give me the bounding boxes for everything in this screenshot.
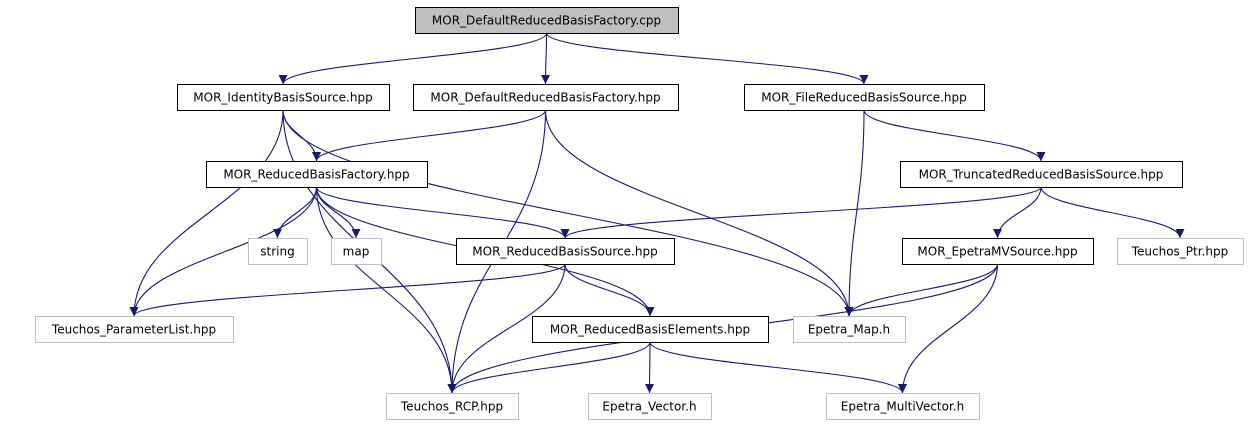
node-elements[interactable]: MOR_ReducedBasisElements.hpp [532,316,769,343]
edge-factory-to-string [273,186,318,239]
node-map: map [331,238,382,265]
node-label-map: map [343,245,370,259]
edges-layer [129,32,1185,394]
edge-defaultfactory-to-factory [312,109,547,162]
node-box-map [331,238,382,265]
node-box-string [248,238,308,265]
node-label-rcp: Teuchos_RCP.hpp [400,400,503,414]
node-box-epetramap [793,316,906,343]
node-filesource[interactable]: MOR_FileReducedBasisSource.hpp [744,84,985,111]
edge-truncated-to-source [560,186,1042,239]
node-label-epetramap: Epetra_Map.h [808,323,890,337]
node-box-epetramv [902,238,1094,265]
node-box-defaultfactory [413,84,679,111]
node-label-source: MOR_ReducedBasisSource.hpp [472,245,657,259]
node-label-defaultfactory: MOR_DefaultReducedBasisFactory.hpp [430,91,660,105]
edge-factory-to-map [315,186,361,239]
edge-truncated-to-epetramv [993,186,1042,239]
node-label-elements: MOR_ReducedBasisElements.hpp [550,323,750,337]
edge-elements-to-vector [645,341,655,394]
edge-identity-to-epetramap [282,109,854,317]
edge-root-to-filesource [545,32,869,85]
edge-epetramv-to-multivector [898,263,999,394]
node-box-rcp [386,393,519,420]
edge-elements-to-multivector [649,341,907,394]
node-label-string: string [260,245,294,259]
edge-identity-to-paramlist [129,109,284,317]
node-label-filesource: MOR_FileReducedBasisSource.hpp [761,91,967,105]
node-label-identity: MOR_IdentityBasisSource.hpp [193,91,372,105]
node-source[interactable]: MOR_ReducedBasisSource.hpp [456,238,675,265]
node-epetramv[interactable]: MOR_EpetraMVSource.hpp [902,238,1094,265]
node-label-root: MOR_DefaultReducedBasisFactory.cpp [432,14,661,28]
edge-source-to-paramlist [129,263,566,317]
node-multivector: Epetra_MultiVector.h [826,393,980,420]
node-root[interactable]: MOR_DefaultReducedBasisFactory.cpp [415,7,679,34]
node-box-identity [177,84,390,111]
node-label-teuchosptr: Teuchos_Ptr.hpp [1131,245,1229,259]
node-box-filesource [744,84,985,111]
node-box-truncated [900,161,1183,188]
node-epetramap: Epetra_Map.h [793,316,906,343]
edge-root-to-defaultfactory [541,32,551,85]
node-rcp: Teuchos_RCP.hpp [386,393,519,420]
node-box-vector [588,393,712,420]
edge-truncated-to-teuchosptr [1040,186,1185,239]
node-box-factory [206,161,428,188]
node-identity[interactable]: MOR_IdentityBasisSource.hpp [177,84,390,111]
node-label-truncated: MOR_TruncatedReducedBasisSource.hpp [919,168,1164,182]
node-box-teuchosptr [1117,238,1244,265]
node-box-multivector [826,393,980,420]
node-string: string [248,238,308,265]
node-label-paramlist: Teuchos_ParameterList.hpp [51,323,216,337]
edge-filesource-to-epetramap [844,109,865,317]
node-truncated[interactable]: MOR_TruncatedReducedBasisSource.hpp [900,161,1183,188]
edge-factory-to-paramlist [129,186,318,317]
node-box-paramlist [35,316,234,343]
node-box-source [456,238,675,265]
edge-filesource-to-truncated [863,109,1046,162]
edge-identity-to-factory [282,109,321,162]
edge-source-to-elements [564,263,655,317]
node-box-root [415,7,679,34]
nodes-layer: MOR_DefaultReducedBasisFactory.cppMOR_Id… [35,7,1244,420]
edge-factory-to-source [315,186,570,239]
edge-factory-to-rcp [315,186,457,394]
node-box-elements [532,316,769,343]
node-label-vector: Epetra_Vector.h [602,400,696,414]
node-factory[interactable]: MOR_ReducedBasisFactory.hpp [206,161,428,188]
edge-defaultfactory-to-epetramap [544,109,854,317]
edge-epetramv-to-epetramap [844,263,999,317]
node-vector: Epetra_Vector.h [588,393,712,420]
edge-elements-to-rcp [447,341,651,394]
node-label-multivector: Epetra_MultiVector.h [841,400,964,414]
node-defaultfactory[interactable]: MOR_DefaultReducedBasisFactory.hpp [413,84,679,111]
edge-root-to-identity [278,32,548,85]
edge-source-to-rcp [447,263,566,394]
node-paramlist: Teuchos_ParameterList.hpp [35,316,234,343]
node-teuchosptr: Teuchos_Ptr.hpp [1117,238,1244,265]
node-label-factory: MOR_ReducedBasisFactory.hpp [223,168,409,182]
node-label-epetramv: MOR_EpetraMVSource.hpp [917,245,1077,259]
